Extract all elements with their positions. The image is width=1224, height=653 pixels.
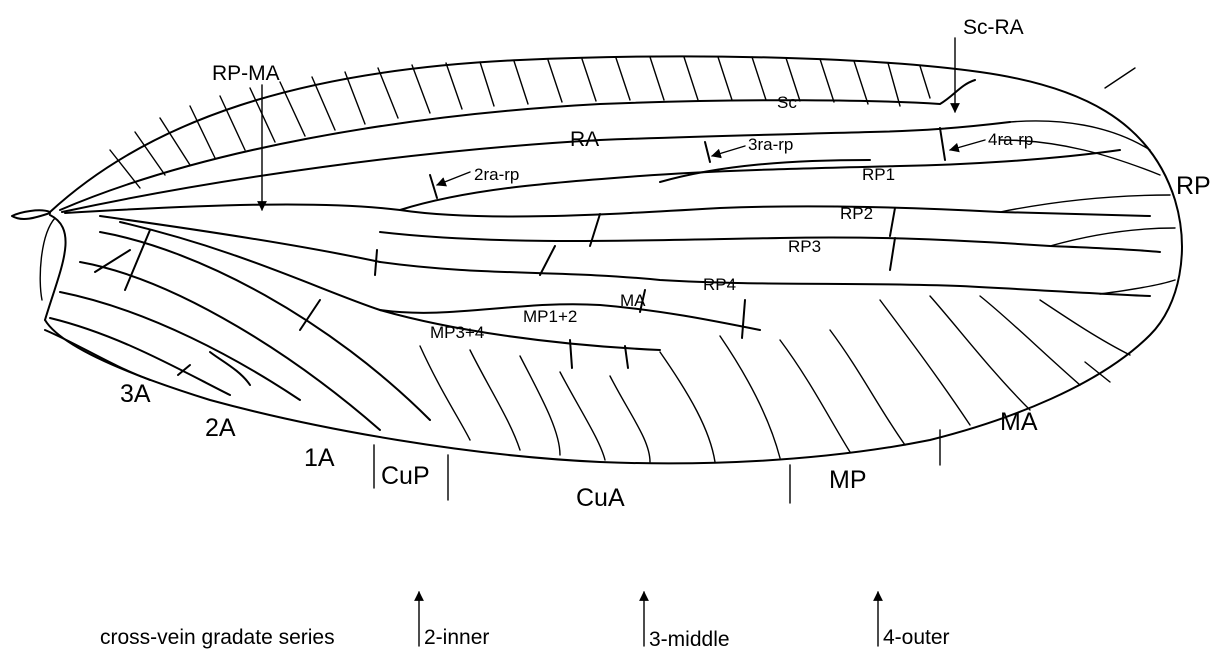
gradate-legend: cross-vein gradate series 2-inner 3-midd…: [100, 592, 950, 651]
legend-title: cross-vein gradate series: [100, 626, 335, 649]
label-rp4: RP4: [703, 275, 736, 294]
pointer-arrows: [262, 38, 985, 210]
subcosta-radius: [60, 80, 1010, 212]
label-ra: RA: [570, 128, 599, 151]
label-1a: 1A: [304, 444, 335, 472]
label-rp1: RP1: [862, 165, 895, 184]
label-2a: 2A: [205, 414, 236, 442]
label-mp1-2: MP1+2: [523, 307, 577, 326]
legend-middle: 3-middle: [649, 628, 730, 651]
label-4ra-rp: 4ra-rp: [988, 130, 1033, 149]
label-rp: RP: [1176, 172, 1211, 200]
wing-outline: [12, 56, 1182, 463]
label-cup: CuP: [381, 462, 430, 490]
label-2ra-rp: 2ra-rp: [474, 165, 519, 184]
label-cua: CuA: [576, 484, 625, 512]
label-ma: MA: [1000, 408, 1038, 436]
label-3a: 3A: [120, 380, 151, 408]
label-ma-inner: MA: [620, 291, 646, 310]
label-mp: MP: [829, 466, 867, 494]
label-sc: Sc: [777, 93, 797, 112]
label-3ra-rp: 3ra-rp: [748, 135, 793, 154]
label-rp2: RP2: [840, 204, 873, 223]
legend-inner: 2-inner: [424, 626, 489, 649]
label-rp-ma: RP-MA: [212, 62, 280, 85]
label-sc-ra: Sc-RA: [963, 16, 1024, 39]
legend-outer: 4-outer: [883, 626, 950, 649]
label-rp3: RP3: [788, 237, 821, 256]
label-mp3-4: MP3+4: [430, 323, 484, 342]
